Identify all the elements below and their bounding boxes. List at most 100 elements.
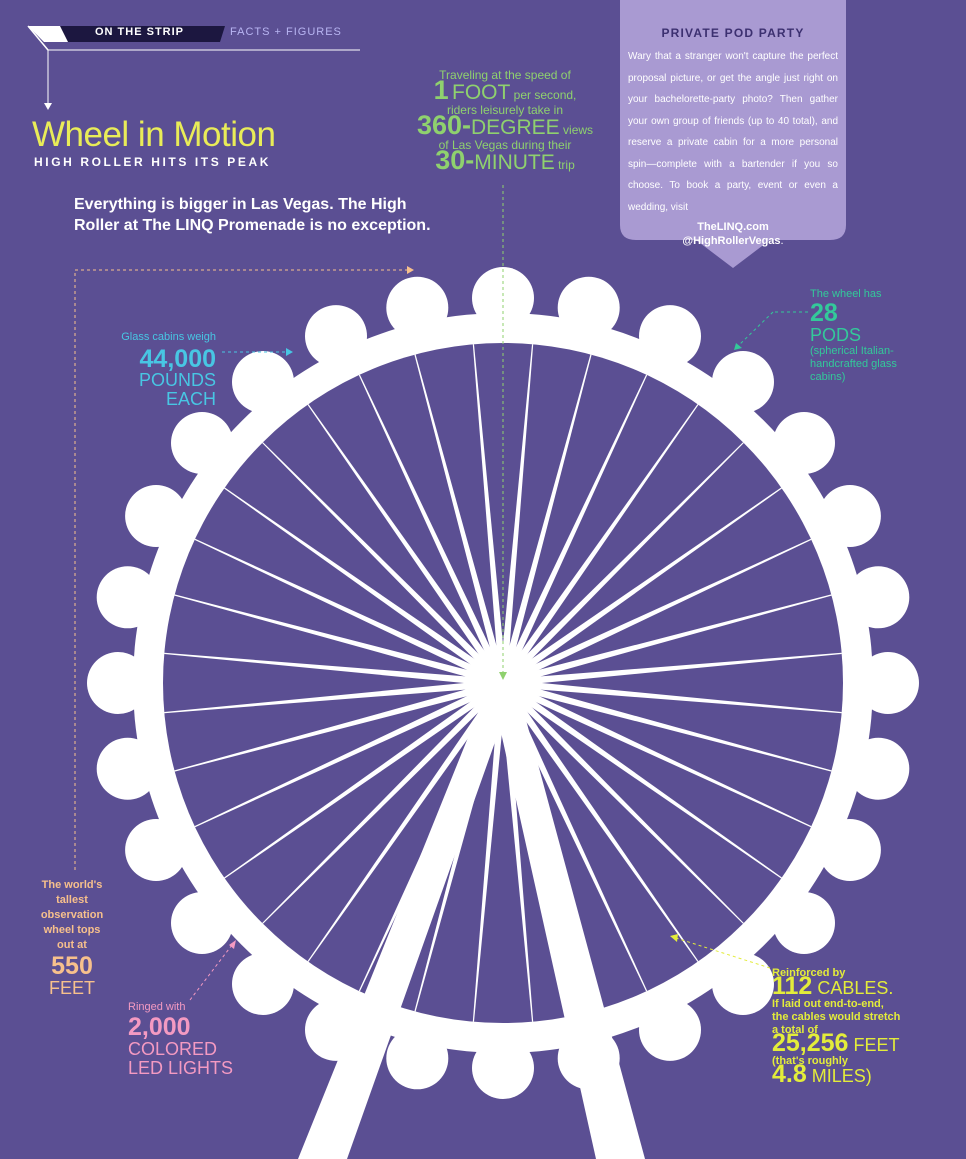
wheel-spoke [174,685,483,772]
cables-lead: Reinforced by [772,967,846,979]
speed-unit-3: MINUTE [474,151,555,174]
cables-note: (that's roughly [772,1055,848,1067]
cables-length-number: 25,256 [772,1029,849,1057]
speed-number-1: 1 [433,75,449,105]
cables-middle: If laid out end-to-end, the cables would… [772,998,901,1036]
cables-callout: Reinforced by 112 CABLES. If laid out en… [772,967,962,1087]
wheel-spoke [262,696,490,924]
cables-unit: CABLES. [812,978,894,998]
social-handle-row: @HighRollerVegas. [620,234,846,248]
cabins-unit-1: POUNDS [138,370,216,390]
wheel-spoke [501,344,534,662]
website-link[interactable]: TheLINQ.com [697,221,769,233]
sidebar-links: TheLINQ.com @HighRollerVegas. [620,220,846,248]
wheel-spokes [164,344,842,1022]
wheel-spoke [509,374,648,665]
wheel-spoke [307,404,494,667]
callout-arrows [74,185,808,1001]
speed-number-3: 30- [435,145,475,175]
cabins-number: 44,000 [139,345,216,373]
wheel-spoke [224,692,487,879]
speed-row-3: 30-MINUTE trip [400,147,610,174]
height-lead: The world's tallest observation wheel to… [40,879,104,951]
pods-note: (spherical Italian-handcrafted glass cab… [810,345,897,383]
wheel-spoke [519,692,782,879]
wheel-spoke [224,487,487,674]
header-tab-graphic [27,25,360,110]
wheel-spoke [516,442,744,670]
wheel-spoke [509,701,648,992]
private-pod-party-sidebar: PRIVATE POD PARTY Wary that a stranger w… [620,0,846,248]
wheel-spoke [516,696,744,924]
led-number: 2,000 [128,1013,191,1041]
speed-tail-2: views [559,123,594,137]
support-leg-left [298,683,516,1159]
speed-unit-1: FOOT [452,81,511,104]
cabins-unit-2: EACH [165,389,216,409]
cables-row-2: 25,256 FEET [772,1031,962,1056]
intro-text: Everything is bigger in Las Vegas. The H… [74,196,431,234]
wheel-spoke [194,689,485,828]
page-subtitle: HIGH ROLLER HITS ITS PEAK [34,155,272,169]
wheel-spoke [523,685,832,772]
wheel-spoke [521,538,812,677]
wheel-spoke [505,354,592,663]
category-label: FACTS + FIGURES [230,26,342,38]
height-unit: FEET [48,978,95,998]
wheel-spoke [164,652,482,685]
social-handle-link[interactable]: @HighRollerVegas [682,235,781,247]
wheel-spoke [523,594,832,681]
sidebar-body: Wary that a stranger won't capture the p… [628,51,838,213]
wheel-spoke [194,538,485,677]
cables-miles-unit: MILES) [806,1066,872,1086]
wheel-spoke [512,699,699,962]
wheel-spoke [164,681,482,714]
wheel-spoke [501,704,534,1022]
wheel-spoke [521,689,812,828]
cabins-lead: Glass cabins weigh [121,331,216,343]
page-title: Wheel in Motion [32,115,276,154]
pods-unit: PODS [810,325,862,345]
cabins-callout: Glass cabins weigh 44,000 POUNDS EACH [90,327,216,409]
height-callout: The world's tallest observation wheel to… [38,878,106,997]
cables-row-1: 112 CABLES. [772,974,962,999]
speed-line-3: of Las Vegas during their [438,138,572,152]
wheel-spoke [512,404,699,667]
cables-row-3: 4.8 MILES) [772,1062,962,1087]
speed-line-1: Traveling at the speed of [439,68,571,82]
height-number: 550 [51,952,93,980]
speed-tail-3: trip [554,158,575,172]
wheel-spoke [174,594,483,681]
support-leg-right [490,683,645,1159]
sidebar-title: PRIVATE POD PARTY [661,26,805,40]
led-unit-2: LED LIGHTS [128,1058,234,1078]
wheel-spoke [472,344,505,662]
wheel [87,267,919,1159]
speed-line-2: riders leisurely take in [446,103,564,117]
wheel-hub [475,655,531,711]
wheel-spoke [414,354,501,663]
speed-callout: Traveling at the speed of 1 FOOT per sec… [400,68,610,174]
pods-number: 28 [810,299,838,327]
social-handle-suffix: . [780,235,784,247]
led-callout: Ringed with 2,000 COLORED LED LIGHTS [128,1001,278,1078]
cables-length-unit: FEET [848,1035,900,1055]
wheel-spoke [519,487,782,674]
sidebar-tab-shape [620,0,846,268]
wheel-spoke [358,374,497,665]
wheel-spoke [524,652,842,685]
speed-number-2: 360- [416,110,471,140]
pods-callout: The wheel has 28 PODS (spherical Italian… [810,288,920,384]
speed-unit-2: DEGREE [471,116,560,139]
speed-tail-1: per second, [510,88,577,102]
wheel-spoke [524,681,842,714]
section-label: ON THE STRIP [95,26,185,38]
speed-row-1: 1 FOOT per second, [400,77,610,104]
cables-number: 112 [772,972,813,1000]
wheel-spoke [472,704,505,1022]
led-unit-1: COLORED [128,1039,218,1059]
cables-miles-number: 4.8 [772,1060,807,1088]
led-lead: Ringed with [128,1001,186,1013]
